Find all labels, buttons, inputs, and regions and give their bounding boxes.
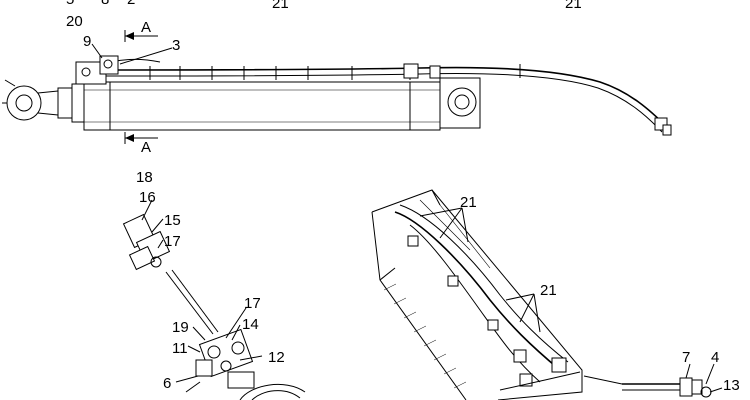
hose-line xyxy=(95,58,672,136)
callout-21-right-b: 21 xyxy=(540,282,557,299)
base-clevis xyxy=(439,77,481,129)
callout-3: 3 xyxy=(172,37,180,54)
callout-5: 5 xyxy=(66,0,74,8)
callout-11: 11 xyxy=(172,340,188,357)
section-label-bottom: A xyxy=(141,139,151,156)
sensor-block xyxy=(75,55,119,85)
sensor-detail xyxy=(122,199,306,400)
section-label-top: A xyxy=(141,19,151,36)
callout-21-right-a: 21 xyxy=(460,194,477,211)
callout-14: 14 xyxy=(242,316,259,333)
boom-hatching xyxy=(383,283,467,389)
callout-20: 20 xyxy=(66,13,83,30)
fitting-detail xyxy=(621,363,723,398)
callout-labels: 5 8 2 21 21 20 9 3 18 16 15 17 17 19 14 … xyxy=(66,0,740,394)
callout-8: 8 xyxy=(101,0,109,8)
callout-17-upper: 17 xyxy=(164,233,181,250)
gland-nut xyxy=(71,83,85,123)
cylinder-assembly xyxy=(2,55,672,136)
rod-eye xyxy=(2,79,59,121)
callout-12: 12 xyxy=(268,349,285,366)
callout-9: 9 xyxy=(83,33,91,50)
callout-21-top-b: 21 xyxy=(565,0,582,12)
callout-16: 16 xyxy=(139,189,156,206)
callout-18: 18 xyxy=(136,169,153,186)
callout-2: 2 xyxy=(127,0,135,8)
callout-21-top-a: 21 xyxy=(272,0,289,12)
callout-15: 15 xyxy=(164,212,181,229)
callout-13: 13 xyxy=(723,377,740,394)
callout-19: 19 xyxy=(172,319,189,336)
callout-7: 7 xyxy=(682,349,690,366)
section-marker-bottom: A xyxy=(124,132,158,156)
callout-4: 4 xyxy=(711,349,719,366)
rod-gland xyxy=(57,87,73,119)
boom-section xyxy=(371,189,623,400)
section-marker-top: A xyxy=(124,19,158,42)
callout-17-lower: 17 xyxy=(244,295,261,312)
cylinder-barrel xyxy=(83,81,441,131)
callout-6: 6 xyxy=(163,375,171,392)
